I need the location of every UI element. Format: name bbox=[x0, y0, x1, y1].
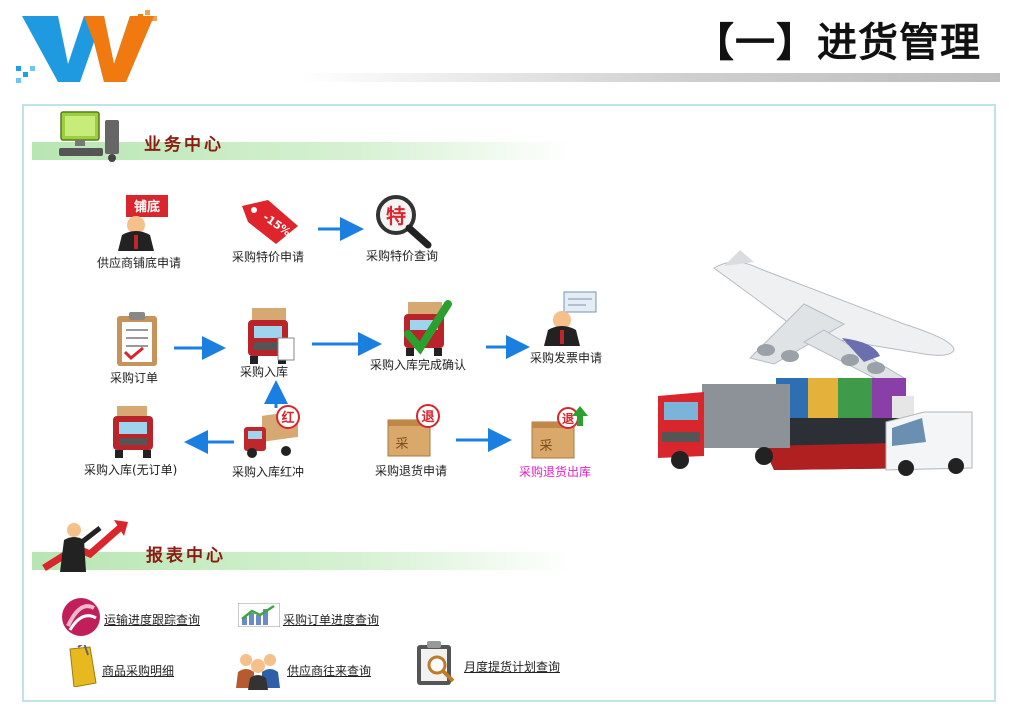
clipboard-icon[interactable] bbox=[113, 310, 161, 368]
special-price-apply-label[interactable]: 采购特价申请 bbox=[232, 250, 305, 264]
goods-detail-link[interactable]: 商品采购明细 bbox=[102, 664, 175, 678]
monthly-plan-link[interactable]: 月度提货计划查询 bbox=[464, 660, 561, 674]
white-van-icon bbox=[885, 411, 973, 476]
special-price-query-label[interactable]: 采购特价查询 bbox=[366, 249, 439, 263]
red-truck-icon bbox=[658, 384, 790, 469]
clipboard-magnifier-icon bbox=[415, 641, 457, 687]
purchase-in-confirm-label[interactable]: 采购入库完成确认 bbox=[370, 358, 467, 372]
return-out-box-mark: 采 bbox=[539, 439, 552, 454]
company-logo bbox=[14, 8, 164, 88]
return-box-mark: 采 bbox=[395, 437, 408, 452]
invoice-apply-label[interactable]: 采购发票申请 bbox=[530, 351, 603, 365]
order-progress-link[interactable]: 采购订单进度查询 bbox=[283, 613, 380, 627]
truck-no-order-icon[interactable] bbox=[111, 406, 157, 460]
return-out-label[interactable]: 采购退货出库 bbox=[519, 465, 592, 479]
page-title: 【一】进货管理 bbox=[694, 20, 981, 66]
supplier-group-icon bbox=[234, 648, 282, 690]
red-badge: 红 bbox=[281, 410, 294, 426]
truck-red-icon[interactable]: 红 bbox=[240, 405, 302, 461]
report-center-title: 报表中心 bbox=[146, 546, 226, 566]
purchase-order-label[interactable]: 采购订单 bbox=[110, 371, 159, 385]
supplier-floor-badge: 铺底 bbox=[134, 199, 160, 215]
folder-icon bbox=[66, 645, 100, 687]
return-badge: 退 bbox=[421, 410, 434, 425]
purchase-in-label[interactable]: 采购入库 bbox=[240, 365, 289, 379]
order-progress-chart-icon bbox=[238, 603, 280, 627]
invoice-person-icon[interactable] bbox=[540, 290, 600, 346]
businessman-chart-icon bbox=[38, 518, 130, 574]
supplier-floor-label[interactable]: 供应商铺底申请 bbox=[97, 256, 182, 270]
price-tag-icon[interactable]: -15% bbox=[238, 196, 302, 246]
return-box-icon[interactable]: 采 退 bbox=[386, 404, 442, 460]
supplier-floor-icon[interactable]: 铺底 bbox=[112, 193, 172, 251]
purchase-in-red-label[interactable]: 采购入库红冲 bbox=[232, 465, 305, 479]
business-center-title: 业务中心 bbox=[144, 135, 224, 155]
supplier-query-link[interactable]: 供应商往来查询 bbox=[287, 664, 372, 678]
business-center-bar bbox=[32, 142, 572, 160]
truck-check-icon[interactable] bbox=[400, 300, 452, 356]
transport-track-link[interactable]: 运输进度跟踪查询 bbox=[104, 613, 201, 627]
special-price-query-badge: 特 bbox=[386, 204, 406, 228]
airplane-icon bbox=[713, 250, 955, 385]
logistics-illustration bbox=[654, 246, 978, 478]
return-out-badge: 退 bbox=[562, 412, 574, 426]
transport-track-icon bbox=[60, 596, 102, 638]
return-apply-label[interactable]: 采购退货申请 bbox=[375, 464, 448, 478]
computer-icon bbox=[55, 110, 125, 164]
return-out-box-icon[interactable]: 采 退 bbox=[530, 404, 590, 462]
purchase-in-no-order-label[interactable]: 采购入库(无订单) bbox=[84, 463, 178, 477]
truck-front-icon[interactable] bbox=[244, 308, 296, 364]
report-center-bar bbox=[32, 552, 572, 570]
title-underline-bar bbox=[300, 73, 1000, 82]
magnifier-icon[interactable]: 特 bbox=[372, 193, 434, 249]
